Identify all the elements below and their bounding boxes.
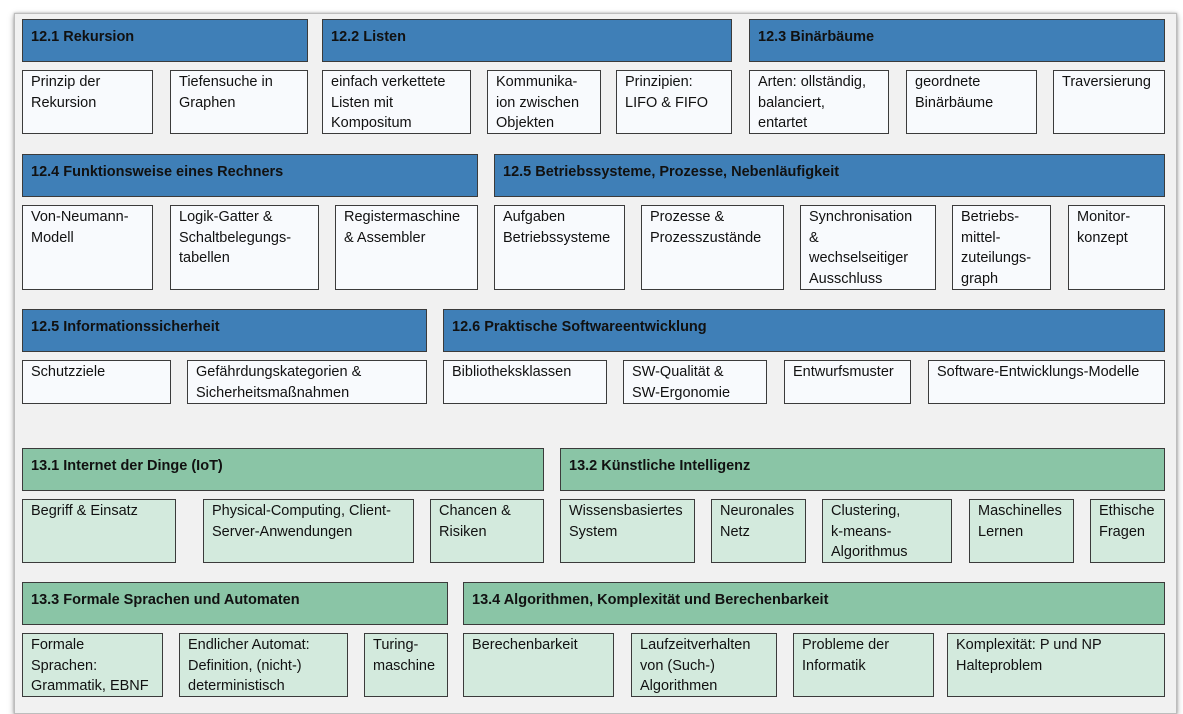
section-header-s12-2: 12.2 Listen	[322, 19, 732, 62]
topic-box-s13-2-1: Wissensbasiertes System	[560, 499, 695, 563]
topic-box-s12-6-1: Bibliotheksklassen	[443, 360, 607, 404]
topic-box-s12-3-1: Arten: ollständig, balanciert, entartet	[749, 70, 889, 134]
topic-box-s13-2-2: Neuronales Netz	[711, 499, 806, 563]
section-header-s12-3: 12.3 Binärbäume	[749, 19, 1165, 62]
topic-box-s12-2-1: einfach verkettete Listen mit Kompositum	[322, 70, 471, 134]
topic-box-s12-5b-1: Schutzziele	[22, 360, 171, 404]
section-header-s13-4: 13.4 Algorithmen, Komplexität und Berech…	[463, 582, 1165, 625]
topic-box-s13-2-4: Maschinelles Lernen	[969, 499, 1074, 563]
topic-box-s12-5a-3: Synchronisation & wechselseitiger Aussch…	[800, 205, 936, 290]
section-header-s13-1: 13.1 Internet der Dinge (IoT)	[22, 448, 544, 491]
topic-box-s12-1-1: Prinzip der Rekursion	[22, 70, 153, 134]
topic-box-s12-5a-1: Aufgaben Betriebssysteme	[494, 205, 625, 290]
topic-box-s12-5b-2: Gefährdungskategorien & Sicherheitsmaßna…	[187, 360, 427, 404]
topic-box-s13-3-1: Formale Sprachen: Grammatik, EBNF	[22, 633, 163, 697]
topic-box-s13-1-3: Chancen & Risiken	[430, 499, 544, 563]
topic-box-s13-1-1: Begriff & Einsatz	[22, 499, 176, 563]
topic-box-s13-4-4: Komplexität: P und NP Halteproblem	[947, 633, 1165, 697]
section-header-s12-6: 12.6 Praktische Softwareentwicklung	[443, 309, 1165, 352]
topic-box-s12-4-3: Registermaschine & Assembler	[335, 205, 478, 290]
topic-box-s12-5a-2: Prozesse & Prozesszustände	[641, 205, 784, 290]
topic-box-s12-4-2: Logik-Gatter & Schaltbelegungs- tabellen	[170, 205, 319, 290]
topic-box-s13-1-2: Physical-Computing, Client- Server-Anwen…	[203, 499, 414, 563]
topic-box-s13-3-2: Endlicher Automat: Definition, (nicht-) …	[179, 633, 348, 697]
topic-box-s13-3-3: Turing- maschine	[364, 633, 448, 697]
topic-box-s13-4-1: Berechenbarkeit	[463, 633, 614, 697]
topic-box-s12-5a-5: Monitor- konzept	[1068, 205, 1165, 290]
topic-box-s12-4-1: Von-Neumann- Modell	[22, 205, 153, 290]
section-header-s12-1: 12.1 Rekursion	[22, 19, 308, 62]
topic-box-s12-3-2: geordnete Binärbäume	[906, 70, 1037, 134]
topic-box-s12-2-2: Kommunika- ion zwischen Objekten	[487, 70, 601, 134]
topic-box-s13-2-5: Ethische Fragen	[1090, 499, 1165, 563]
section-header-s12-5b: 12.5 Informationssicherheit	[22, 309, 427, 352]
topic-box-s12-5a-4: Betriebs- mittel- zuteilungs- graph	[952, 205, 1051, 290]
topic-box-s13-4-2: Laufzeitverhalten von (Such-) Algorithme…	[631, 633, 777, 697]
section-header-s13-3: 13.3 Formale Sprachen und Automaten	[22, 582, 448, 625]
topic-box-s12-1-2: Tiefensuche in Graphen	[170, 70, 308, 134]
topic-box-s12-6-3: Entwurfsmuster	[784, 360, 911, 404]
topic-box-s13-2-3: Clustering, k-means- Algorithmus	[822, 499, 952, 563]
section-header-s13-2: 13.2 Künstliche Intelligenz	[560, 448, 1165, 491]
topic-box-s12-6-4: Software-Entwicklungs-Modelle	[928, 360, 1165, 404]
topic-box-s12-6-2: SW-Qualität & SW-Ergonomie	[623, 360, 767, 404]
topic-box-s12-2-3: Prinzipien: LIFO & FIFO	[616, 70, 732, 134]
section-header-s12-5a: 12.5 Betriebssysteme, Prozesse, Nebenläu…	[494, 154, 1165, 197]
topic-box-s13-4-3: Probleme der Informatik	[793, 633, 934, 697]
topic-box-s12-3-3: Traversierung	[1053, 70, 1165, 134]
section-header-s12-4: 12.4 Funktionsweise eines Rechners	[22, 154, 478, 197]
